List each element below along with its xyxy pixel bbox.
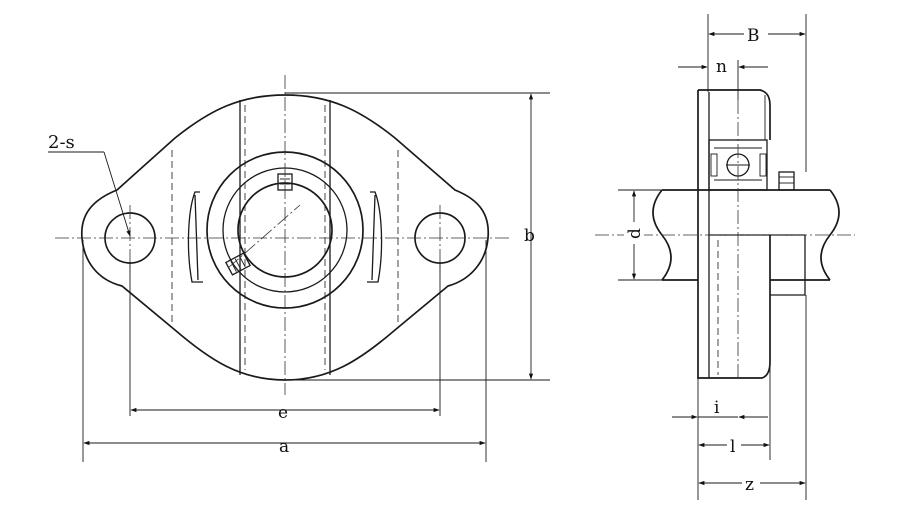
inner-ring [709, 234, 806, 296]
right-boss [367, 191, 383, 283]
dim-l-label: l [730, 437, 735, 457]
holes-label: 2-s [48, 132, 75, 153]
left-boss [187, 191, 203, 283]
side-view: B n d i l z [595, 14, 855, 500]
dim-a-label: a [279, 437, 289, 457]
dim-n-label: n [716, 57, 727, 77]
dim-d-label: d [625, 228, 645, 239]
holes-leader [103, 151, 131, 237]
housing-body-lines [239, 100, 331, 375]
dim-i-label: i [714, 398, 720, 418]
set-screw-side [778, 171, 795, 191]
dim-e-label: e [278, 403, 288, 423]
seal-left [710, 153, 767, 177]
front-view: e a b 2-s [48, 75, 550, 462]
dim-B-label: B [747, 26, 760, 46]
dim-b-label: b [524, 226, 535, 246]
dim-z-label: z [745, 475, 754, 495]
shaft [652, 189, 840, 281]
